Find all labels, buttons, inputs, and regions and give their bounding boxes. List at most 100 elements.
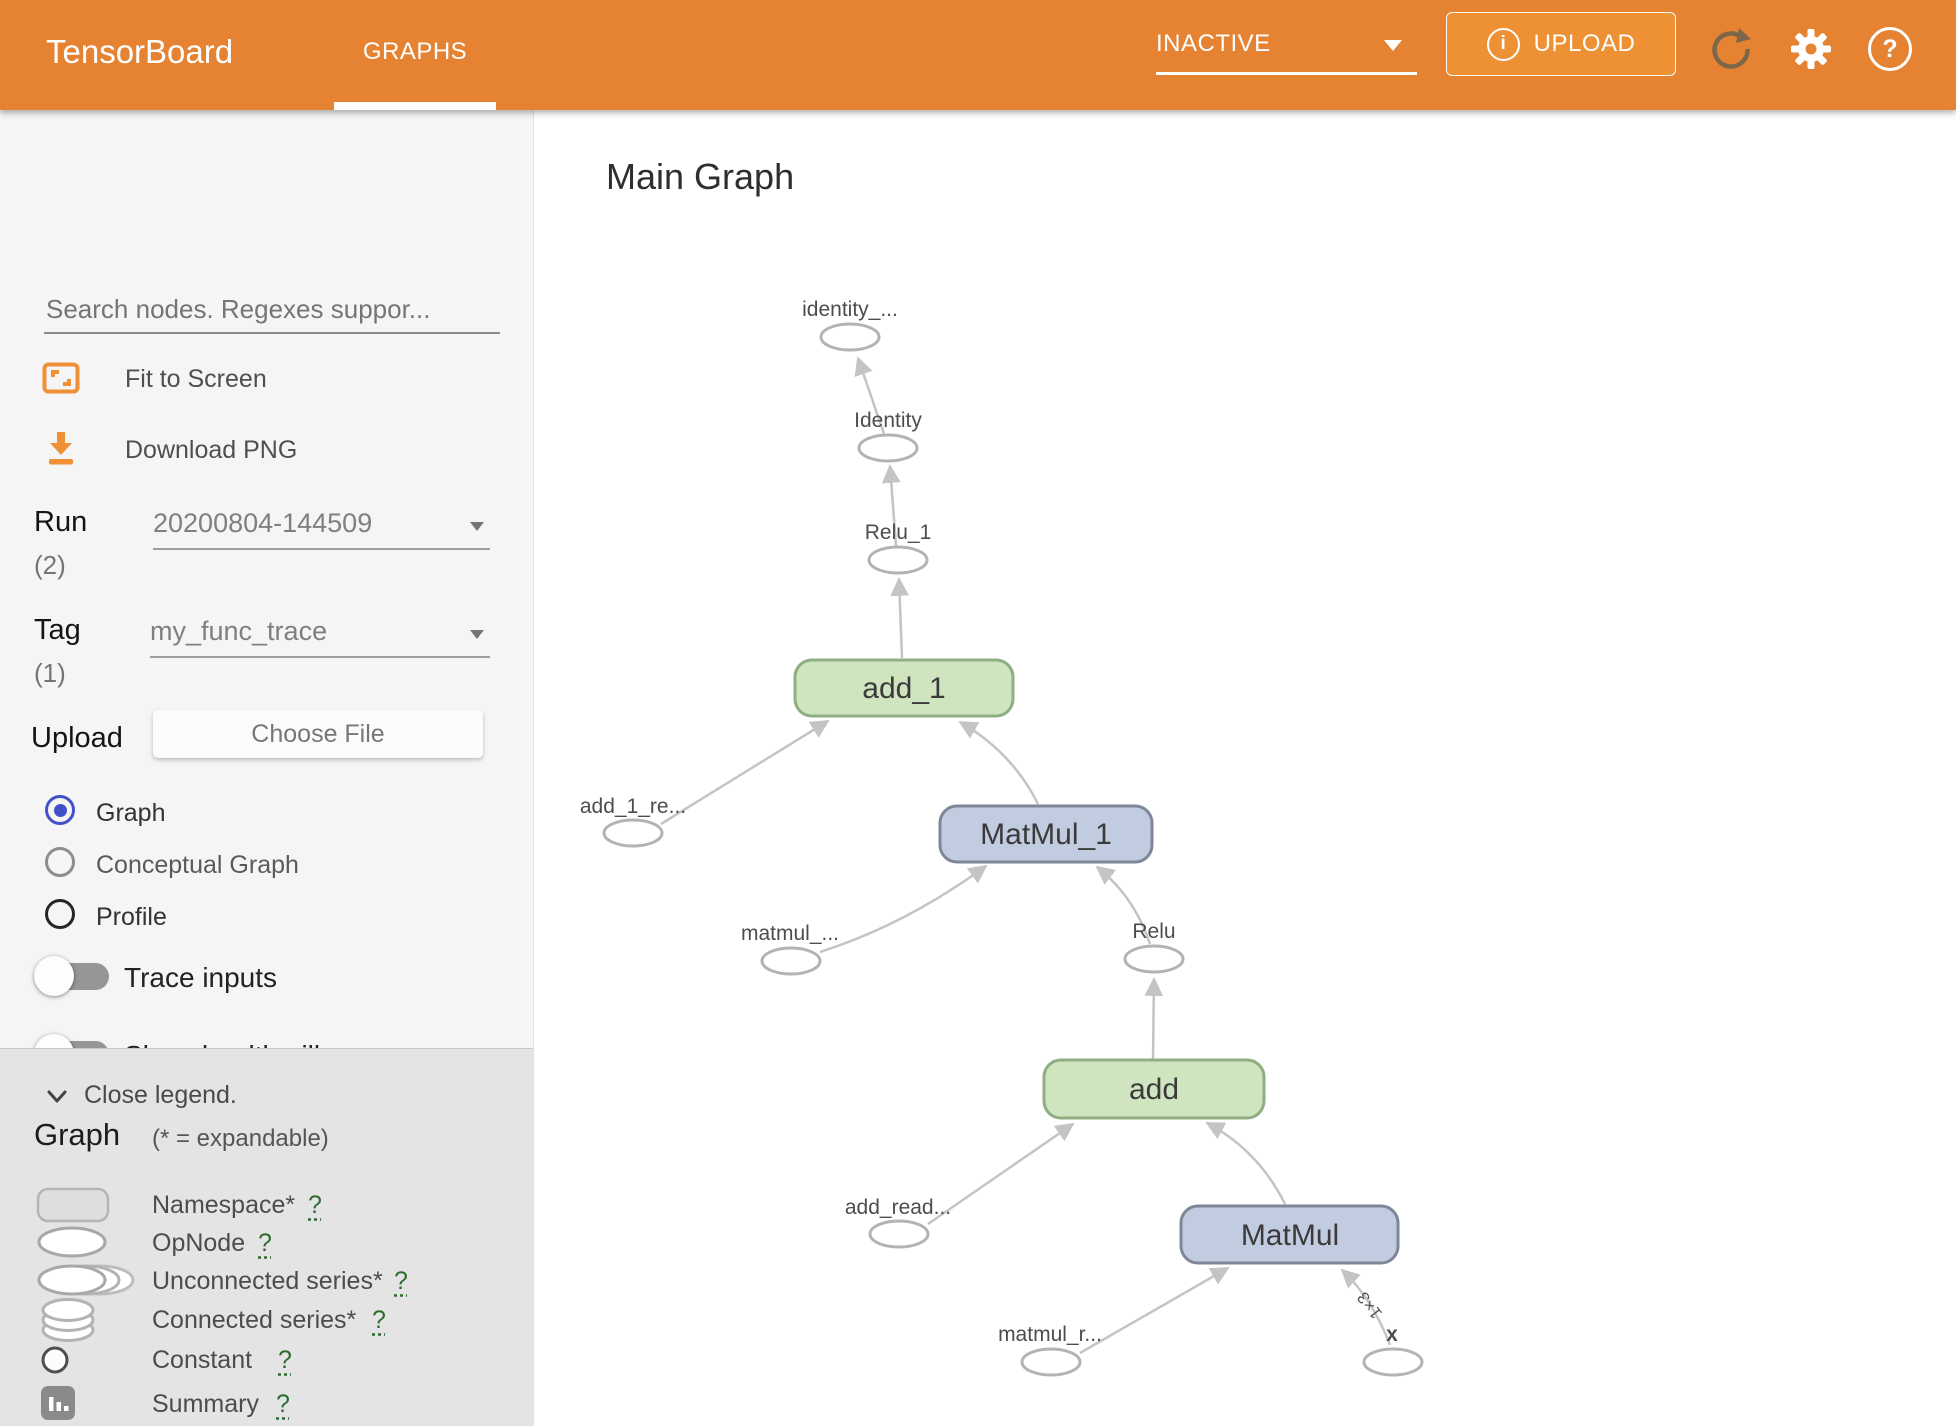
download-icon (49, 432, 73, 465)
namespace-node[interactable]: MatMul_1 (938, 804, 1154, 864)
help-link[interactable]: ? (258, 1229, 272, 1257)
op-node[interactable]: Relu_1 (865, 521, 932, 575)
run-count: (2) (34, 550, 66, 580)
tag-count: (1) (34, 658, 66, 688)
legend-panel: Close legend. Graph (* = expandable) Nam… (0, 1048, 533, 1426)
help-icon[interactable]: ? (1868, 27, 1912, 71)
settings-gear-icon[interactable] (1789, 27, 1833, 71)
edge (1144, 977, 1164, 1060)
radio-conceptual-graph[interactable]: Conceptual Graph (45, 847, 485, 881)
tag-select-value: my_func_trace (150, 616, 328, 646)
radio-profile-label: Profile (96, 903, 167, 931)
op-node[interactable]: Identity (854, 409, 922, 463)
tab-graphs[interactable]: GRAPHS (362, 38, 468, 65)
help-link[interactable]: ? (308, 1191, 322, 1219)
fit-to-screen-icon (42, 362, 80, 394)
legend-heading: Graph (34, 1117, 121, 1152)
toggle-trace-inputs[interactable]: Trace inputs (34, 956, 494, 1000)
run-select-underline (153, 548, 490, 550)
legend-expandable-note: (* = expandable) (152, 1125, 329, 1152)
summary-icon (41, 1386, 75, 1420)
search-input[interactable] (44, 286, 500, 334)
edge (819, 864, 988, 954)
run-select[interactable]: 20200804-144509 (153, 508, 493, 550)
fit-to-screen-label: Fit to Screen (125, 365, 267, 393)
namespace-node[interactable]: MatMul (1179, 1204, 1400, 1265)
namespace-swatch-icon (36, 1187, 110, 1223)
svg-text:identity_...: identity_... (802, 298, 898, 321)
radio-unselected-icon (45, 899, 75, 929)
op-node[interactable]: matmul_... (741, 922, 839, 976)
radio-graph[interactable]: Graph (45, 795, 485, 829)
fit-to-screen-button[interactable]: Fit to Screen (40, 360, 500, 402)
namespace-node[interactable]: add_1 (793, 658, 1015, 718)
svg-text:Relu_1: Relu_1 (865, 521, 932, 544)
header-bar: TensorBoard GRAPHS INACTIVE i UPLOAD (0, 0, 1956, 110)
refresh-icon[interactable] (1709, 27, 1753, 71)
chevron-down-icon (470, 630, 484, 639)
svg-text:Identity: Identity (854, 409, 922, 432)
upload-button[interactable]: i UPLOAD (1446, 12, 1676, 76)
status-dropdown-value: INACTIVE (1156, 30, 1271, 57)
edge (1095, 865, 1152, 945)
radio-profile[interactable]: Profile (45, 899, 485, 933)
toggle-knob (34, 956, 74, 996)
legend-item-label: Namespace* (152, 1191, 296, 1219)
namespace-node[interactable]: add (1042, 1058, 1266, 1120)
legend-item-label: Connected series* (152, 1306, 357, 1334)
svg-text:matmul_...: matmul_... (741, 922, 839, 945)
edge (890, 577, 910, 659)
op-node[interactable]: identity_... (802, 298, 898, 352)
tag-label: Tag (34, 614, 81, 646)
help-link[interactable]: ? (278, 1346, 292, 1374)
op-node[interactable]: add_read... (845, 1196, 951, 1249)
svg-text:add_read...: add_read... (845, 1196, 951, 1219)
chevron-down-icon (1384, 40, 1402, 51)
edge (881, 464, 901, 547)
info-icon: i (1486, 27, 1520, 61)
svg-text:MatMul: MatMul (1241, 1219, 1339, 1252)
svg-text:add_1_re...: add_1_re... (580, 795, 686, 818)
opnode-icon (37, 1226, 107, 1258)
help-link[interactable]: ? (394, 1267, 408, 1295)
download-png-label: Download PNG (125, 436, 298, 464)
run-label: Run (34, 506, 88, 538)
choose-file-label: Choose File (251, 719, 385, 748)
op-node[interactable]: matmul_r... (998, 1323, 1102, 1377)
op-node[interactable]: Relu (1123, 920, 1185, 974)
tensorboard-logo: TensorBoard (46, 33, 234, 70)
svg-text:add: add (1129, 1073, 1179, 1106)
edge (660, 719, 830, 826)
op-node[interactable]: x (1362, 1323, 1424, 1377)
chevron-down-icon (470, 522, 484, 531)
legend-item-label: Unconnected series* (152, 1267, 383, 1295)
svg-text:MatMul_1: MatMul_1 (980, 818, 1112, 851)
status-dropdown[interactable]: INACTIVE (1156, 30, 1417, 78)
close-legend-button[interactable]: Close legend. (46, 1079, 346, 1115)
upload-label: Upload (31, 722, 123, 754)
edge (1205, 1121, 1287, 1205)
op-node[interactable]: add_1_re... (580, 795, 686, 848)
svg-text:matmul_r...: matmul_r... (998, 1323, 1102, 1346)
connected-series-icon (41, 1298, 95, 1342)
svg-text:add_1: add_1 (862, 672, 945, 705)
upload-button-label: UPLOAD (1533, 30, 1636, 57)
download-png-button[interactable]: Download PNG (40, 428, 500, 472)
tag-select-underline (150, 656, 490, 658)
edge-shape-label: 1×3 (1353, 1288, 1386, 1322)
legend-item-label: OpNode (152, 1229, 246, 1257)
help-link[interactable]: ? (372, 1306, 386, 1334)
choose-file-button[interactable]: Choose File (153, 710, 483, 758)
edge (958, 720, 1040, 805)
radio-conceptual-graph-label: Conceptual Graph (96, 851, 299, 879)
constant-icon (41, 1346, 69, 1374)
svg-text:x: x (1386, 1323, 1398, 1346)
legend-item-label: Constant (152, 1346, 253, 1374)
tag-select[interactable]: my_func_trace (150, 616, 493, 658)
radio-graph-label: Graph (96, 799, 166, 827)
edge (1340, 1268, 1392, 1346)
radio-selected-icon (45, 795, 75, 825)
help-link[interactable]: ? (276, 1390, 290, 1418)
